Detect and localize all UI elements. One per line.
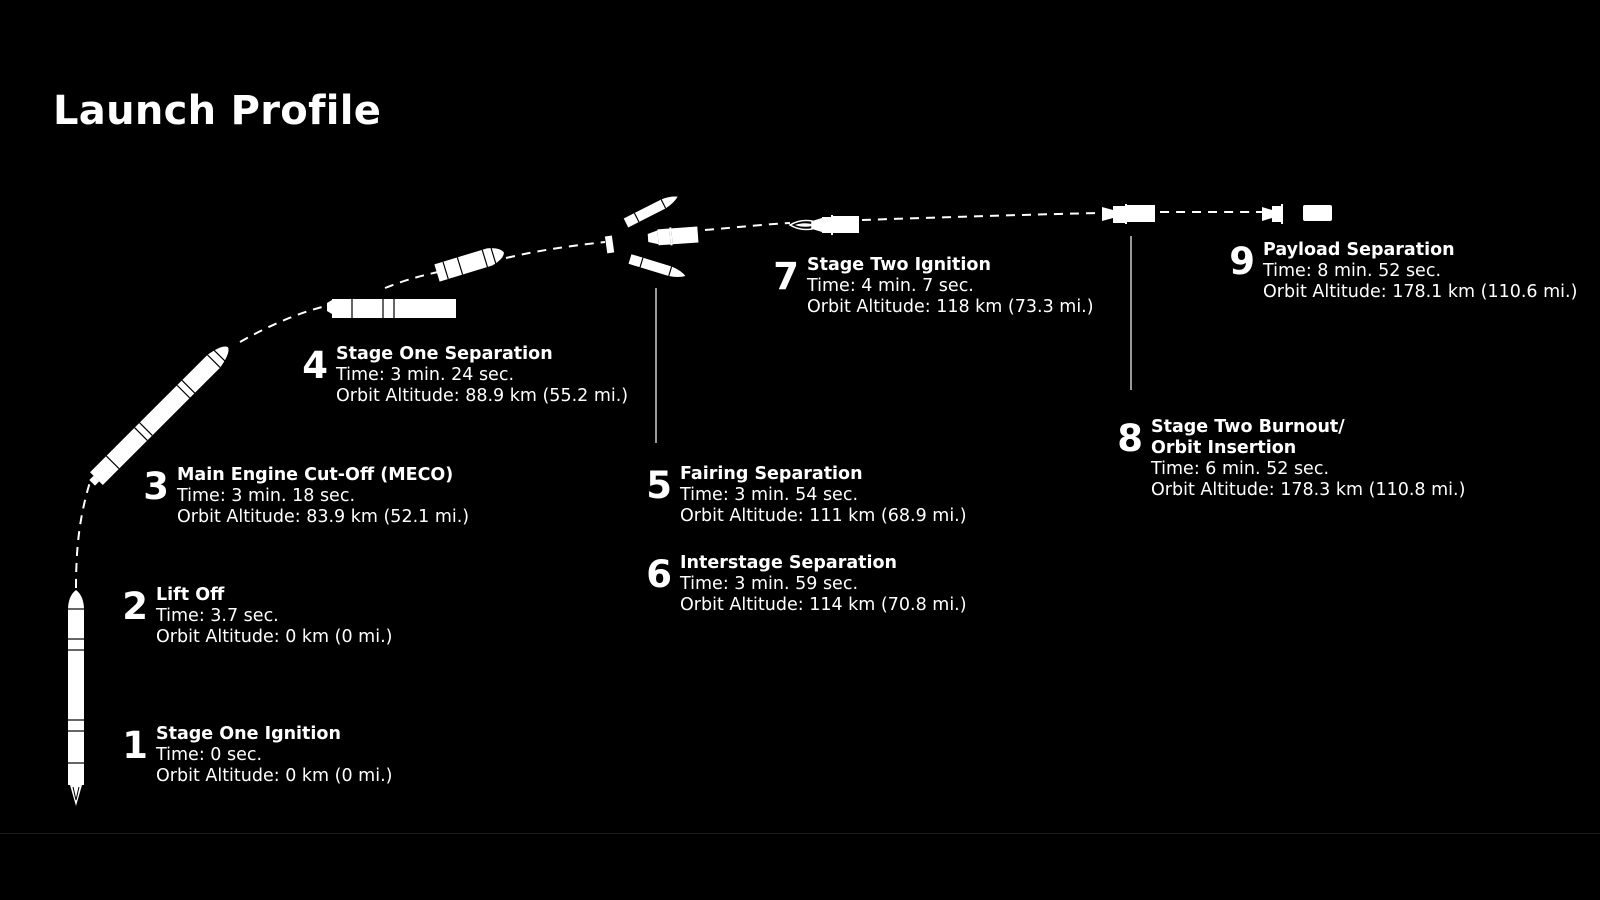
event-name-line2: Orbit Insertion — [1151, 438, 1297, 458]
event-name: Fairing Separation — [680, 464, 863, 484]
event-name: Interstage Separation — [680, 553, 898, 573]
event-7: 7 Stage Two Ignition Time: 4 min. 7 sec.… — [767, 255, 1094, 318]
first-stage-icon — [327, 299, 456, 318]
upper-stack-icon — [434, 247, 504, 282]
event-time: Time: 3 min. 54 sec. — [680, 485, 859, 505]
event-number: 9 — [1229, 240, 1255, 283]
event-time: Time: 3 min. 24 sec. — [336, 365, 515, 385]
event-number: 3 — [143, 465, 169, 508]
second-stage-burnout-icon — [1102, 204, 1155, 224]
event-time: Time: 4 min. 7 sec. — [807, 276, 974, 296]
event-altitude: Orbit Altitude: 0 km (0 mi.) — [156, 766, 393, 786]
event-5: 5 Fairing Separation Time: 3 min. 54 sec… — [640, 464, 967, 527]
event-time: Time: 8 min. 52 sec. — [1263, 261, 1442, 281]
event-altitude: Orbit Altitude: 88.9 km (55.2 mi.) — [336, 386, 629, 406]
event-number: 5 — [646, 464, 672, 507]
event-name: Stage Two Ignition — [807, 255, 991, 275]
event-6: 6 Interstage Separation Time: 3 min. 59 … — [640, 553, 967, 616]
event-name-line1: Stage Two Burnout/ — [1151, 417, 1345, 437]
event-number: 7 — [773, 255, 799, 298]
event-name: Stage One Separation — [336, 344, 553, 364]
rocket-vertical-icon — [68, 590, 84, 806]
event-number: 1 — [122, 724, 148, 767]
fairing-halves-icon — [623, 196, 686, 278]
bottom-divider — [0, 833, 1600, 834]
event-number: 4 — [302, 344, 328, 387]
second-stage-payload-icon — [647, 226, 699, 246]
event-number: 8 — [1117, 417, 1143, 460]
trajectory-path — [75, 210, 1262, 589]
event-9: 9 Payload Separation Time: 8 min. 52 sec… — [1223, 240, 1577, 303]
event-altitude: Orbit Altitude: 0 km (0 mi.) — [156, 627, 393, 647]
page-title: Launch Profile — [53, 88, 382, 134]
event-1: 1 Stage One Ignition Time: 0 sec. Orbit … — [116, 724, 392, 787]
event-altitude: Orbit Altitude: 111 km (68.9 mi.) — [680, 506, 967, 526]
event-altitude: Orbit Altitude: 178.1 km (110.6 mi.) — [1263, 282, 1578, 302]
event-name: Payload Separation — [1263, 240, 1455, 260]
event-number: 6 — [646, 553, 672, 596]
event-altitude: Orbit Altitude: 118 km (73.3 mi.) — [807, 297, 1094, 317]
event-name: Main Engine Cut-Off (MECO) — [177, 465, 454, 485]
event-altitude: Orbit Altitude: 178.3 km (110.8 mi.) — [1151, 480, 1466, 500]
second-stage-firing-icon — [788, 215, 859, 235]
interstage-ring-icon — [604, 235, 615, 254]
event-name: Lift Off — [156, 585, 225, 605]
event-altitude: Orbit Altitude: 114 km (70.8 mi.) — [680, 595, 967, 615]
event-time: Time: 6 min. 52 sec. — [1151, 459, 1330, 479]
event-4: 4 Stage One Separation Time: 3 min. 24 s… — [296, 344, 628, 407]
event-time: Time: 0 sec. — [156, 745, 263, 765]
rocket-angled-icon — [89, 346, 229, 486]
event-8: 8 Stage Two Burnout/ Orbit Insertion Tim… — [1111, 417, 1465, 501]
event-time: Time: 3 min. 18 sec. — [177, 486, 356, 506]
event-name: Stage One Ignition — [156, 724, 341, 744]
spent-stage-icon — [1262, 204, 1283, 224]
event-2: 2 Lift Off Time: 3.7 sec. Orbit Altitude… — [116, 585, 392, 648]
payload-icon — [1303, 205, 1332, 221]
event-time: Time: 3.7 sec. — [156, 606, 279, 626]
event-altitude: Orbit Altitude: 83.9 km (52.1 mi.) — [177, 507, 470, 527]
event-3: 3 Main Engine Cut-Off (MECO) Time: 3 min… — [137, 465, 469, 528]
event-time: Time: 3 min. 59 sec. — [680, 574, 859, 594]
event-number: 2 — [122, 585, 148, 628]
